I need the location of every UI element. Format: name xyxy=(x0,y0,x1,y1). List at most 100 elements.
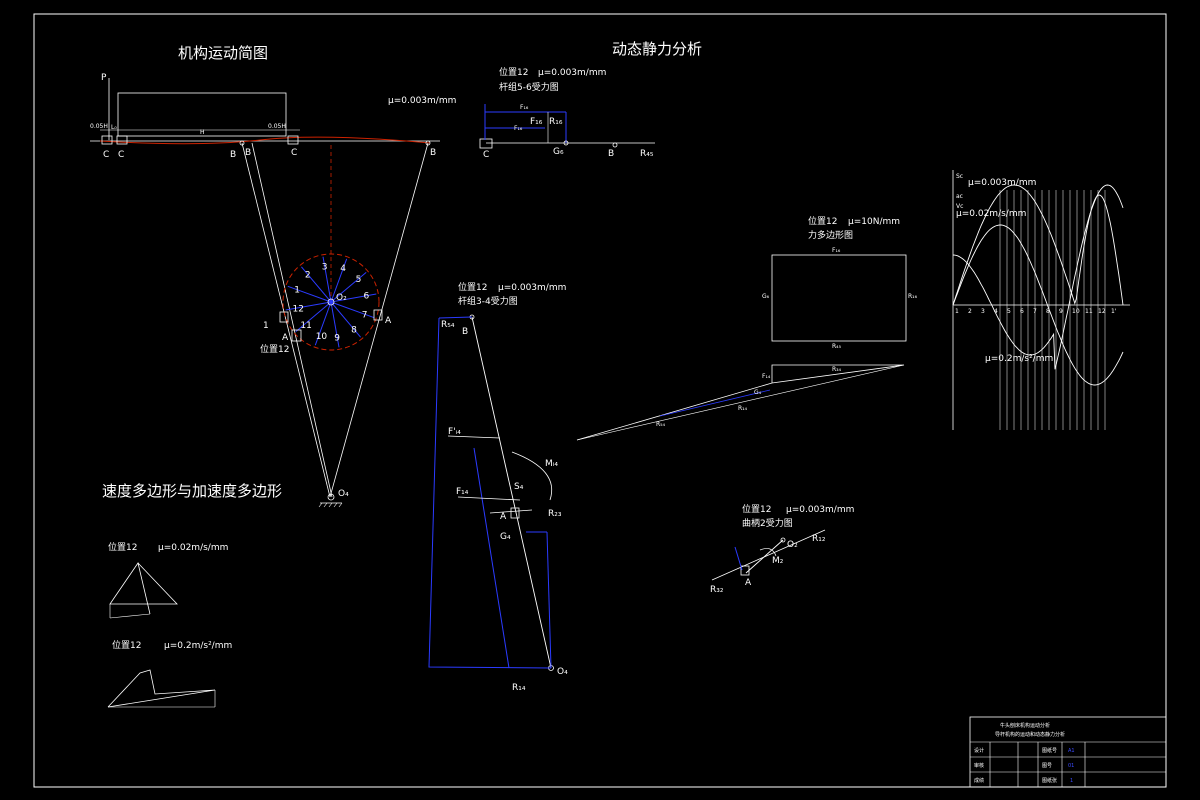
group34-mi4: Mᵢ₄ xyxy=(545,459,558,469)
crank-spoke xyxy=(301,266,332,303)
point-a-prime-label: A xyxy=(385,316,392,326)
curve-tick: 4 xyxy=(994,308,998,315)
group56-b: B xyxy=(608,149,614,159)
group34-r54: R₅₄ xyxy=(441,320,455,330)
vel-scale: μ=0.02m/s/mm xyxy=(158,543,228,553)
title-mechanism: 机构运动简图 xyxy=(178,44,268,62)
crank-spoke xyxy=(330,301,340,348)
curve-tick: 9 xyxy=(1059,308,1063,315)
crank-spoke xyxy=(330,301,361,338)
title-block: 牛头刨床机构运动分析 导杆机构的运动和动态静力分析 设计 图纸号 A1 审核 图… xyxy=(969,716,1167,788)
group34-scale: μ=0.003m/mm xyxy=(498,283,566,293)
tb-row1-k1: 设计 xyxy=(974,747,984,754)
curve-tick: 6 xyxy=(1020,308,1024,315)
vel-pos: 位置12 xyxy=(108,541,137,553)
crank-position-label: 10 xyxy=(316,332,328,342)
velocity-curve xyxy=(952,224,1124,386)
displacement-curve xyxy=(952,184,1124,306)
crank-position-label: 3 xyxy=(322,263,328,273)
curve-a-scale: μ=0.2m/s²/mm xyxy=(985,354,1053,364)
tb-row3-k1: 成绩 xyxy=(974,777,984,784)
acceleration-polygon: 位置12 μ=0.2m/s²/mm xyxy=(107,639,232,708)
curve-v-scale: μ=0.02m/s/mm xyxy=(956,209,1026,219)
tb-row2-v: 01 xyxy=(1068,763,1074,769)
tb-row2-k3: 图号 xyxy=(1042,763,1052,769)
group34-r23: R₂₃ xyxy=(548,509,562,519)
crank-position-label: 9 xyxy=(334,334,340,344)
force-poly-right: R₁₆ xyxy=(908,293,918,300)
acc-scale: μ=0.2m/s²/mm xyxy=(164,641,232,651)
crank-spoke xyxy=(295,301,332,332)
group56-c: C xyxy=(483,150,489,160)
group56-scale: μ=0.003m/mm xyxy=(538,68,606,78)
force-poly-scale: μ=10N/mm xyxy=(848,217,900,227)
crank-force-o2: O₂ xyxy=(787,540,798,550)
group56-f16: F₁₆ xyxy=(530,117,543,127)
crank-position-label: 6 xyxy=(364,292,370,302)
crank-spoke xyxy=(330,301,375,319)
acc-pos: 位置12 xyxy=(112,639,141,651)
group34-pos: 位置12 xyxy=(458,281,487,293)
drawing-border xyxy=(33,13,1167,788)
slider-b-1: B xyxy=(230,150,236,160)
curve-tick: 1 xyxy=(955,308,959,315)
crank-position-label: 11 xyxy=(300,321,311,331)
curve-v-label: Vc xyxy=(956,203,963,210)
curve-tick: 3 xyxy=(981,308,985,315)
group56-p-mid: F₁₆ xyxy=(514,125,523,132)
curve-tick: 8 xyxy=(1046,308,1050,315)
force-poly-pos: 位置12 xyxy=(808,215,837,227)
crank-force-scale: μ=0.003m/mm xyxy=(786,505,854,515)
crank-position-label: 2 xyxy=(305,270,311,280)
force-poly-top: F₁₆ xyxy=(832,247,841,254)
tb-row3-v: 1 xyxy=(1070,778,1073,784)
force-poly-left: G₆ xyxy=(762,293,770,300)
title-block-line2: 导杆机构的运动和动态静力分析 xyxy=(995,731,1065,738)
force-poly-subtitle: 力多边形图 xyxy=(808,229,853,241)
force-polygon-diagram: 位置12 μ=10N/mm 力多边形图 F₁₆ G₆ R₁₆ R₄₅ R₃₄ F… xyxy=(576,215,918,441)
title-dynamics: 动态静力分析 xyxy=(612,40,702,58)
crank-force-r32: R₃₂ xyxy=(710,585,724,595)
acceleration-curve xyxy=(952,184,1124,370)
force-poly-rs4: R₅₄ xyxy=(656,421,666,428)
point-1-label: 1 xyxy=(263,321,269,331)
curve-tick: 10 xyxy=(1072,308,1080,315)
crank-position-label: 7 xyxy=(362,310,368,320)
tb-row2-k1: 审核 xyxy=(974,762,984,769)
group34-fi4b: F₁₄ xyxy=(456,487,469,497)
curve-s-label: Sc xyxy=(956,173,963,180)
group34-s4: S₄ xyxy=(514,482,524,492)
curve-tick: 5 xyxy=(1007,308,1011,315)
curve-tick: 1' xyxy=(1111,308,1117,315)
curve-ac-label: ac xyxy=(956,193,963,200)
crank-position-label: 5 xyxy=(356,275,362,285)
mechanism-scale: μ=0.003m/mm xyxy=(388,96,456,106)
crank-position-label: 12 xyxy=(293,304,304,314)
slider-b-3: B xyxy=(430,148,436,158)
crank-force-pos: 位置12 xyxy=(742,503,771,515)
right-offset-label: 0.05H xyxy=(268,123,286,130)
force-poly-fi4: F₁₄ xyxy=(762,373,771,380)
crank-spoke xyxy=(330,272,367,303)
p-axis-label: P xyxy=(101,73,107,83)
group34-subtitle: 杆组3-4受力图 xyxy=(458,295,518,307)
group34-fi4: F'ᵢ₄ xyxy=(448,427,461,437)
group34-o4: O₄ xyxy=(557,667,568,677)
slider-c-1: C xyxy=(103,150,109,160)
curve-hatch-lines xyxy=(999,190,1106,430)
group56-g6: G₆ xyxy=(553,147,564,157)
velocity-polygon: 位置12 μ=0.02m/s/mm xyxy=(108,541,228,619)
group56-r16: R₁₆ xyxy=(549,117,563,127)
group56-r45: R₄₅ xyxy=(640,149,654,159)
tb-row3-k3: 图纸张 xyxy=(1042,777,1057,784)
crank-force-a: A xyxy=(745,578,752,588)
crank-spoke xyxy=(285,301,332,311)
group56-f-top: F₁₆ xyxy=(520,104,529,111)
title-polygons: 速度多边形与加速度多边形 xyxy=(102,482,282,500)
curve-s-scale: μ=0.003m/mm xyxy=(968,178,1036,188)
crank-spoke xyxy=(330,258,348,303)
o2-label: O₂ xyxy=(336,293,347,303)
crank-force-diagram: 位置12 μ=0.003m/mm 曲柄2受力图 O₂ R₁₂ M₂ A R₃₂ xyxy=(710,503,854,595)
